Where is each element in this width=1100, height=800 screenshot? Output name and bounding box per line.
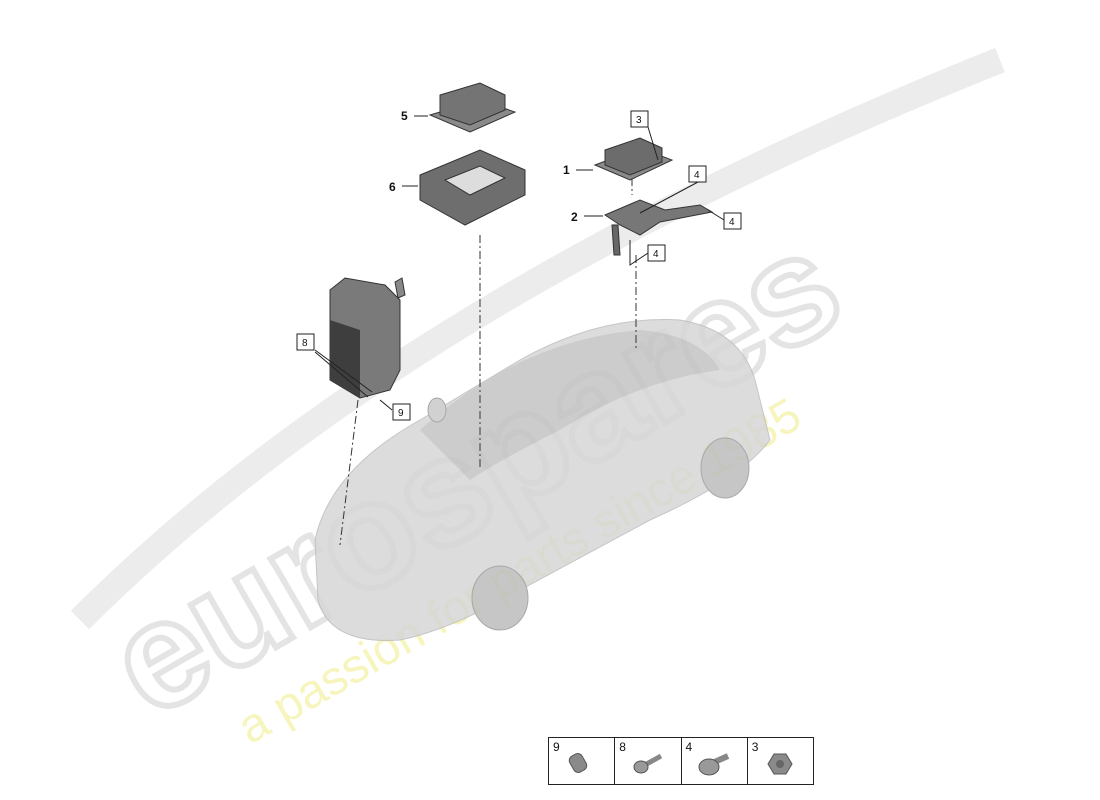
watermark-swoosh [70, 47, 1005, 630]
rear-wheel [700, 437, 750, 499]
svg-text:4: 4 [729, 217, 735, 228]
part-2-bracket[interactable] [603, 199, 714, 256]
sleeve-nut-icon [568, 753, 588, 773]
legend-item-4[interactable]: 4 [682, 738, 748, 784]
part-1-airbag-control-unit[interactable] [593, 137, 674, 181]
legend-item-8[interactable]: 8 [615, 738, 682, 784]
legend-item-3[interactable]: 3 [748, 738, 813, 784]
legend-item-9[interactable]: 9 [549, 738, 616, 784]
svg-text:4: 4 [653, 249, 659, 260]
bolt-icon [633, 753, 663, 774]
car-illustration [314, 319, 771, 641]
box-callout-4: 4 [723, 212, 742, 230]
box-callout-4: 4 [647, 244, 666, 262]
front-wheel [471, 565, 529, 631]
mirror [427, 397, 447, 423]
svg-text:8: 8 [302, 338, 308, 349]
legend-number: 9 [553, 740, 560, 754]
assembly-lines [339, 178, 637, 546]
part-reservoir-housing[interactable] [329, 277, 406, 399]
legend-number: 4 [685, 740, 693, 754]
callout-2: 2 [571, 210, 578, 224]
hex-nut-icon [767, 753, 793, 775]
fastener-legend: 9 8 4 3 [548, 737, 814, 785]
svg-text:9: 9 [398, 408, 404, 419]
box-callout-9: 9 [392, 403, 411, 421]
flange-bolt-icon [698, 753, 729, 776]
box-callout-8: 8 [296, 333, 315, 351]
part-5-control-unit-cover[interactable] [428, 82, 517, 133]
callout-1: 1 [563, 163, 570, 177]
leader-lines [314, 126, 725, 411]
box-callout-3: 3 [630, 110, 649, 128]
svg-text:3: 3 [636, 115, 642, 126]
callout-6: 6 [389, 180, 396, 194]
legend-number: 3 [751, 740, 759, 754]
svg-text:4: 4 [694, 170, 700, 181]
legend-number: 8 [619, 740, 626, 754]
part-6-mounting-bracket[interactable] [419, 149, 526, 226]
box-callout-4: 4 [688, 165, 707, 183]
callout-5: 5 [401, 109, 408, 123]
